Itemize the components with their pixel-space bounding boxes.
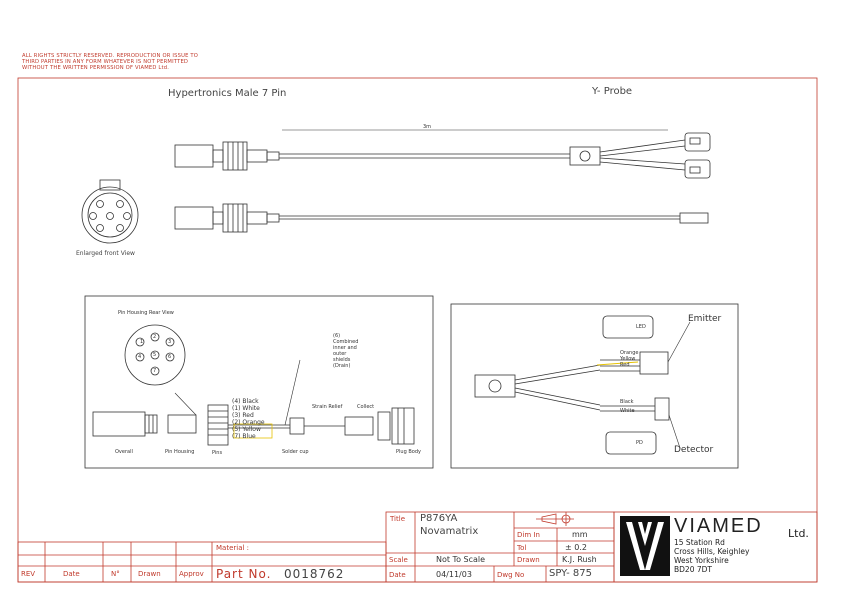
tb-date-value: 04/11/03 <box>436 570 472 579</box>
pin-housing-rear <box>124 324 186 386</box>
label-collect: Collect <box>357 404 375 410</box>
shield-note: (6) Combined inner and outer shields (Dr… <box>333 333 358 369</box>
copyright-note: ALL RIGHTS STRICTLY RESERVED. REPRODUCTI… <box>22 53 198 71</box>
pin-label-1: 1 <box>140 339 144 345</box>
wire-white: (1) White <box>232 405 260 412</box>
pin-label-2: 2 <box>153 334 157 340</box>
tb-date-label: Date <box>389 571 406 579</box>
probe-detail-box <box>450 303 739 469</box>
tb-scale-value: Not To Scale <box>436 555 486 564</box>
label-strain-relief: Strain Relief <box>312 404 343 410</box>
tb-title-label: Title <box>390 515 406 523</box>
pin-view-title: Pin Housing Rear View <box>118 310 174 316</box>
wire-red: (3) Red <box>232 412 254 419</box>
pin-label-5: 5 <box>153 352 157 358</box>
top-cable-upper <box>174 129 711 179</box>
label-pin-housing: Pin Housing <box>165 449 195 455</box>
pin-label-6: 6 <box>168 354 172 360</box>
shield-note-line: shields <box>333 357 351 363</box>
company-name: VIAMED <box>674 515 763 537</box>
label-emitter: Emitter <box>688 314 722 324</box>
rev-col-date: Date <box>63 570 80 578</box>
emitter-wire-list: Orange Yellow Red <box>620 350 638 368</box>
wire-orange: (2) Orange <box>232 419 265 426</box>
probe-yellow-wire <box>596 361 639 366</box>
rev-col-drawn: Drawn <box>138 570 161 578</box>
tb-title-line1: P876YA <box>420 513 458 524</box>
company-address: 15 Station Rd Cross Hills, Keighley West… <box>674 538 749 574</box>
pin-label-7: 7 <box>153 368 157 374</box>
label-pins: Pins <box>212 450 223 456</box>
address-line-2: Cross Hills, Keighley <box>674 547 750 556</box>
pin-detail-assembly <box>92 359 415 446</box>
pin-label-3: 3 <box>168 339 172 345</box>
label-overall: Overall <box>115 449 133 455</box>
probe-wire-black: Black <box>620 399 634 405</box>
top-cable-lower <box>174 203 709 233</box>
enlarged-view-label: Enlarged front View <box>76 250 135 257</box>
detector-wire-list: Black White <box>620 398 635 416</box>
title-block-lines <box>17 511 818 583</box>
viamed-logo-icon <box>620 516 670 576</box>
tb-drawn-label: Drawn <box>517 556 540 564</box>
shield-note-line: outer <box>333 351 347 357</box>
wire-yellow: (5) Yellow <box>232 426 261 433</box>
copyright-line-1: ALL RIGHTS STRICTLY RESERVED. REPRODUCTI… <box>22 53 199 59</box>
probe-detail-assembly <box>474 315 691 455</box>
tb-part-value: 0018762 <box>284 567 345 581</box>
probe-wire-white: White <box>620 408 635 414</box>
shield-note-line: Combined <box>333 339 359 345</box>
cable-length-label: 3m <box>423 124 432 130</box>
label-plug-body: Plug Body <box>396 449 421 455</box>
rev-col-approv: Approv <box>179 570 204 578</box>
copyright-line-2: THIRD PARTIES IN ANY FORM WHATEVER IS NO… <box>22 59 189 65</box>
tb-dwg-value: SPY- 875 <box>549 568 592 579</box>
label-solder-cup: Solder cup <box>282 449 309 455</box>
tb-drawn-value: K.J. Rush <box>562 555 597 564</box>
pin-detail-box <box>84 295 434 469</box>
shield-note-line: (Drain) <box>333 363 351 369</box>
projection-symbol-icon <box>536 512 574 526</box>
led-label: LED <box>636 324 646 330</box>
tb-material-label: Material : <box>216 544 250 552</box>
tb-tol-value: ± 0.2 <box>565 543 587 552</box>
pin-label-4: 4 <box>138 354 142 360</box>
tb-dwg-label: Dwg No <box>497 571 525 579</box>
wire-black: (4) Black <box>232 398 259 405</box>
probe-wire-orange: Orange <box>620 350 639 356</box>
copyright-line-3: WITHOUT THE WRITTEN PERMISSION OF VIAMED… <box>22 65 170 71</box>
probe-wire-yellow: Yellow <box>620 356 636 362</box>
probe-title: Y- Probe <box>592 86 633 97</box>
tb-title-line2: Novamatrix <box>420 526 479 537</box>
wire-list: (4) Black (1) White (3) Red (2) Orange (… <box>232 398 265 440</box>
tb-tol-label: Tol <box>517 544 527 552</box>
tb-dim-value: mm <box>572 530 588 539</box>
label-detector: Detector <box>674 445 714 455</box>
shield-note-line: inner and <box>333 345 357 351</box>
tb-dim-label: Dim In <box>517 531 540 539</box>
tb-part-label: Part No. <box>216 567 272 581</box>
pd-label: PD <box>636 440 643 446</box>
connector-title: Hypertronics Male 7 Pin <box>168 88 287 99</box>
tb-scale-label: Scale <box>389 556 408 564</box>
company-suffix: Ltd. <box>788 527 809 540</box>
rev-col-no: N° <box>111 570 120 578</box>
address-line-1: 15 Station Rd <box>674 538 725 547</box>
wire-blue: (7) Blue <box>232 433 256 440</box>
shield-note-line: (6) <box>333 333 341 339</box>
rev-col-rev: REV <box>21 570 36 578</box>
probe-wire-red: Red <box>620 362 630 368</box>
wire-highlight <box>233 423 273 439</box>
enlarged-front-view <box>81 179 139 244</box>
address-line-4: BD20 7DT <box>674 565 712 574</box>
address-line-3: West Yorkshire <box>674 556 729 565</box>
